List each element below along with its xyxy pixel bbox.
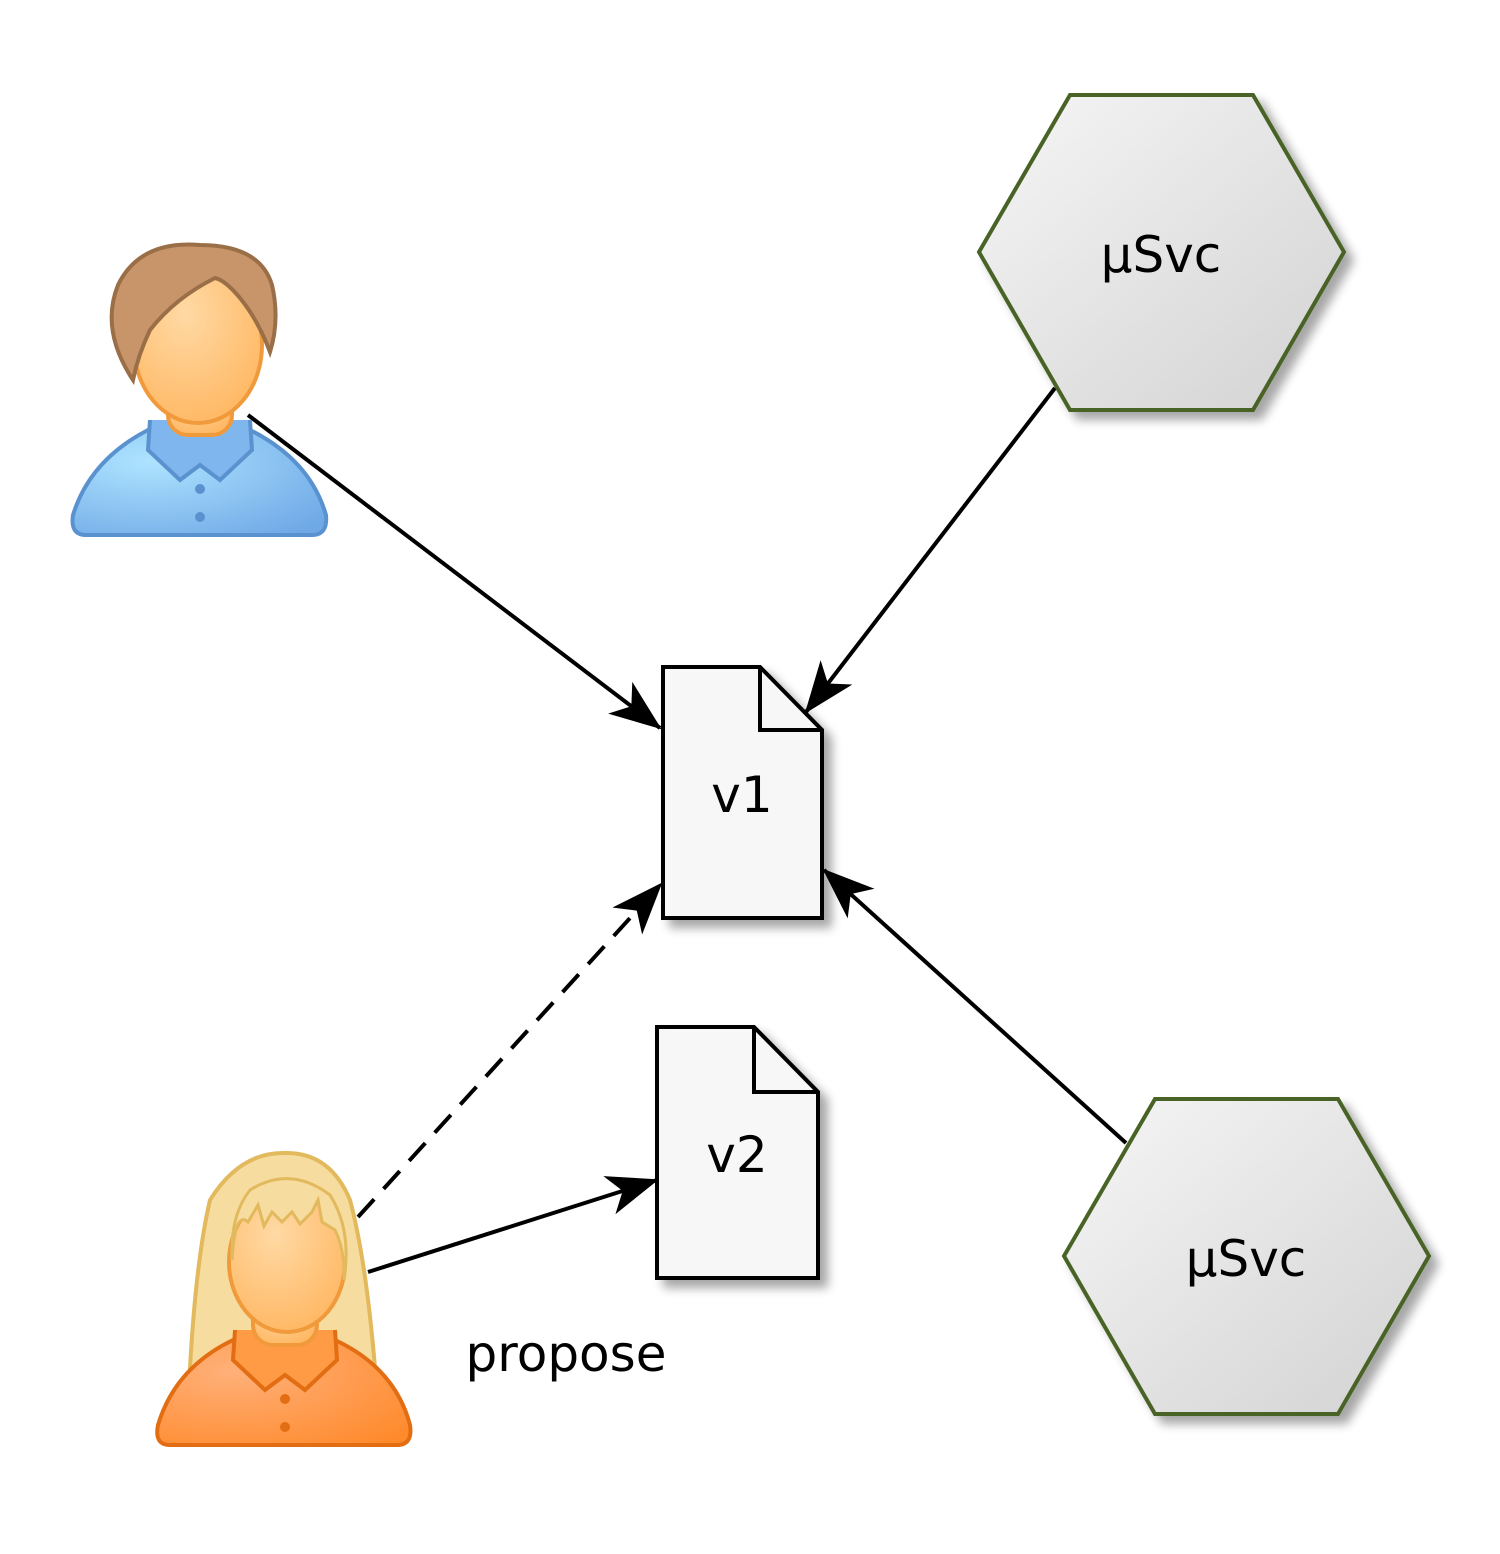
service-label-bottom: µSvc: [1186, 1230, 1307, 1288]
edge-female-to-v1-dashed: [356, 882, 663, 1219]
document-label-v1: v1: [711, 766, 772, 824]
service-node-top: [976, 93, 1347, 412]
edge-svc-top-to-v1: [804, 386, 1057, 714]
edge-female-to-v2: [367, 1176, 659, 1274]
hexagon-shape: [976, 93, 1347, 412]
edge-svc-bottom-to-v1: [822, 868, 1128, 1145]
male-button-top: [195, 484, 205, 494]
document-fold: [758, 667, 822, 732]
female-button-bottom: [280, 1422, 290, 1432]
document-fold: [752, 1027, 818, 1094]
document-label-v2: v2: [706, 1126, 767, 1184]
male-collar: [145, 419, 255, 483]
edges: [246, 386, 1128, 1274]
edge-label-propose: propose: [466, 1325, 667, 1383]
female-button-top: [280, 1394, 290, 1404]
female-bangs: [230, 1177, 348, 1281]
hexagon-shape: [1061, 1097, 1432, 1416]
document-icon: [655, 1025, 820, 1280]
male-user-icon: [70, 242, 329, 537]
document-node-v1: [661, 665, 824, 920]
female-collar: [230, 1329, 340, 1393]
service-node-bottom: [1061, 1097, 1432, 1416]
document-node-v2: [655, 1025, 820, 1280]
male-button-bottom: [195, 512, 205, 522]
male-hair: [109, 242, 278, 386]
edge-male-to-v1: [246, 413, 662, 730]
service-label-top: µSvc: [1101, 226, 1222, 284]
female-user-icon: [155, 1150, 413, 1447]
